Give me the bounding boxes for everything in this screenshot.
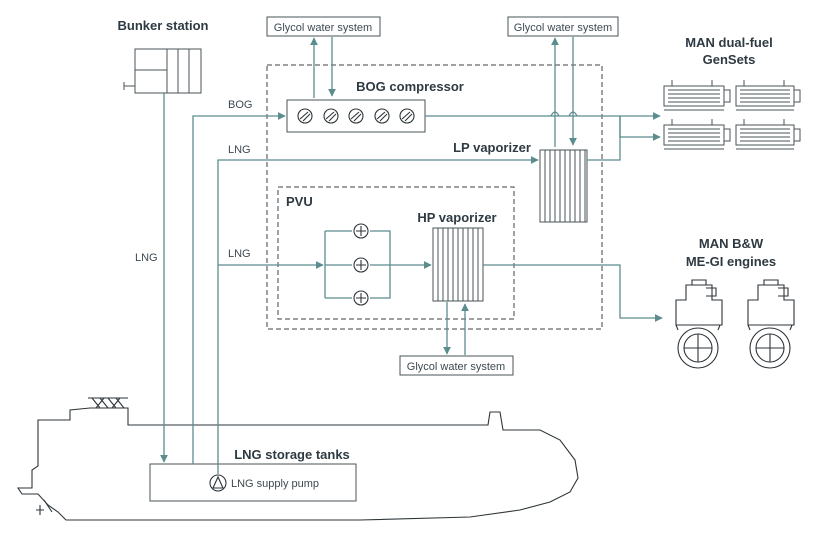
lp-vaporizer <box>539 149 588 223</box>
genset-2-icon <box>735 80 801 111</box>
bog-compressor <box>286 99 426 133</box>
lng-supply-pump-icon <box>209 474 227 492</box>
me-gi-engine-2-icon <box>747 279 795 369</box>
piping <box>160 93 663 474</box>
pvu-label: PVU <box>286 194 313 209</box>
lng-vertical-label: LNG <box>135 252 158 264</box>
compressor-stage-3 <box>348 108 364 124</box>
lng-storage-tank <box>149 463 357 502</box>
compressor-stage-1 <box>297 108 313 124</box>
gensets-label-line2: GenSets <box>703 52 756 67</box>
pvu-pumps <box>324 223 391 306</box>
genset-1-icon <box>663 80 731 111</box>
pvu-pump-3 <box>353 290 369 306</box>
pvu-pump-2 <box>353 257 369 273</box>
bunker-station-label: Bunker station <box>117 18 208 33</box>
lp-vaporizer-label: LP vaporizer <box>453 140 531 155</box>
lng-line-upper-label: LNG <box>228 144 251 156</box>
engines-label-line2: ME-GI engines <box>686 254 776 269</box>
lng-line-lower-label: LNG <box>228 248 251 260</box>
genset-4-icon <box>735 119 801 150</box>
compressor-stage-5 <box>399 108 415 124</box>
genset-3-icon <box>663 119 731 150</box>
hp-vaporizer <box>432 227 484 302</box>
compressor-stage-2 <box>323 108 339 124</box>
ship-hull <box>16 397 579 521</box>
gensets-label-line1: MAN dual-fuel <box>685 35 772 50</box>
glycol-label-top-right: Glycol water system <box>514 22 612 34</box>
pvu-pump-1 <box>353 223 369 239</box>
compressor-stage-4 <box>374 108 390 124</box>
glycol-connections <box>310 37 577 355</box>
engines-label-line1: MAN B&W <box>699 236 764 251</box>
fuel-gas-system-boundary <box>266 64 603 330</box>
glycol-box-top-right <box>507 16 619 37</box>
me-gi-engine-1-icon <box>675 279 723 369</box>
glycol-label-top-left: Glycol water system <box>274 22 372 34</box>
bog-compressor-label: BOG compressor <box>356 79 464 94</box>
glycol-box-top-left <box>266 16 381 37</box>
supply-pump-label: LNG supply pump <box>231 478 319 490</box>
storage-tanks-label: LNG storage tanks <box>234 447 350 462</box>
glycol-label-bottom: Glycol water system <box>407 361 505 373</box>
hp-vaporizer-label: HP vaporizer <box>417 210 496 225</box>
bunker-station <box>123 48 202 94</box>
glycol-box-bottom <box>399 355 514 376</box>
bog-line-label: BOG <box>228 99 252 111</box>
